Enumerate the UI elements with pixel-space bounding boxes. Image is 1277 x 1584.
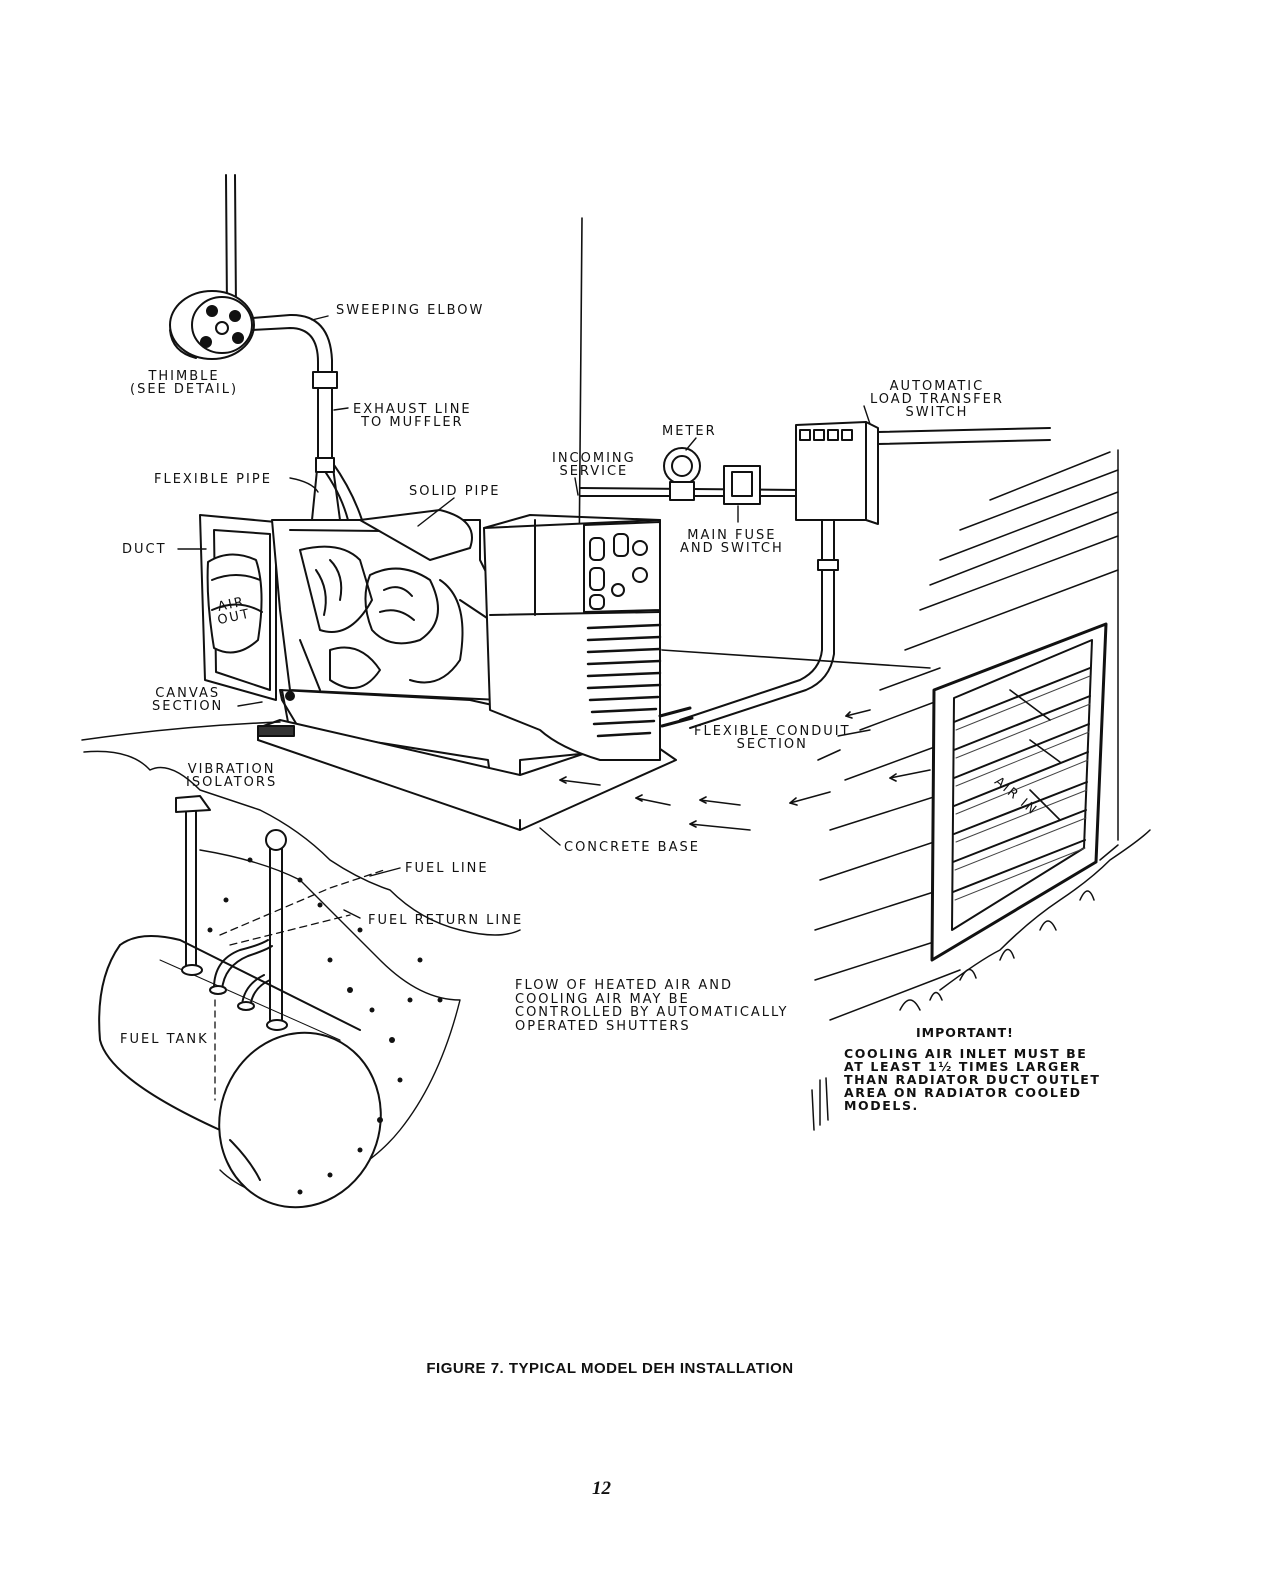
page-number: 12 <box>592 1478 611 1499</box>
electrical-run <box>579 421 1051 729</box>
label-important-body: COOLING AIR INLET MUST BE AT LEAST 1½ TI… <box>844 1046 1101 1113</box>
label-thimble: THIMBLE (SEE DETAIL) <box>130 369 239 397</box>
label-exhaust-line: EXHAUST LINE TO MUFFLER <box>353 402 472 430</box>
thimble-graphic <box>169 290 255 360</box>
label-sweeping-elbow: SWEEPING ELBOW <box>336 303 485 318</box>
fuel-tank-graphic <box>98 795 461 1209</box>
engine-set <box>271 509 501 701</box>
air-flow-arrows <box>559 689 1061 831</box>
duct-graphic <box>199 514 277 701</box>
label-fuel-return-line: FUEL RETURN LINE <box>368 913 524 928</box>
label-canvas-section: CANVAS SECTION <box>152 686 224 714</box>
floor-line <box>661 649 931 669</box>
label-main-fuse-and-switch: MAIN FUSE AND SWITCH <box>680 528 784 556</box>
label-vibration-isolators: VIBRATION ISOLATORS <box>186 762 278 790</box>
label-fuel-tank: FUEL TANK <box>120 1032 209 1047</box>
label-air-out: AIR OUT <box>216 594 253 629</box>
ground-grass <box>81 721 1151 1131</box>
generator-housing <box>483 514 662 761</box>
label-concrete-base: CONCRETE BASE <box>564 840 700 855</box>
louver-air-inlet <box>930 622 1108 962</box>
exhaust-pipe <box>251 313 363 549</box>
label-important-title: IMPORTANT! <box>916 1025 1014 1040</box>
leader-lines <box>177 315 871 919</box>
label-automatic-load-transfer-switch: AUTOMATIC LOAD TRANSFER SWITCH <box>870 379 1004 420</box>
label-fuel-line: FUEL LINE <box>405 861 489 876</box>
label-meter: METER <box>662 424 717 439</box>
label-duct: DUCT <box>122 542 167 557</box>
flue-stack <box>225 174 237 311</box>
label-solid-pipe: SOLID PIPE <box>409 484 501 499</box>
exterior-wall <box>814 449 1119 1021</box>
label-flow-note: FLOW OF HEATED AIR AND COOLING AIR MAY B… <box>515 978 789 1034</box>
figure-caption: FIGURE 7. TYPICAL MODEL DEH INSTALLATION <box>426 1360 794 1377</box>
label-flexible-conduit-section: FLEXIBLE CONDUIT SECTION <box>694 724 851 752</box>
label-incoming-service: INCOMING SERVICE <box>552 451 636 479</box>
label-flexible-pipe: FLEXIBLE PIPE <box>154 472 272 487</box>
